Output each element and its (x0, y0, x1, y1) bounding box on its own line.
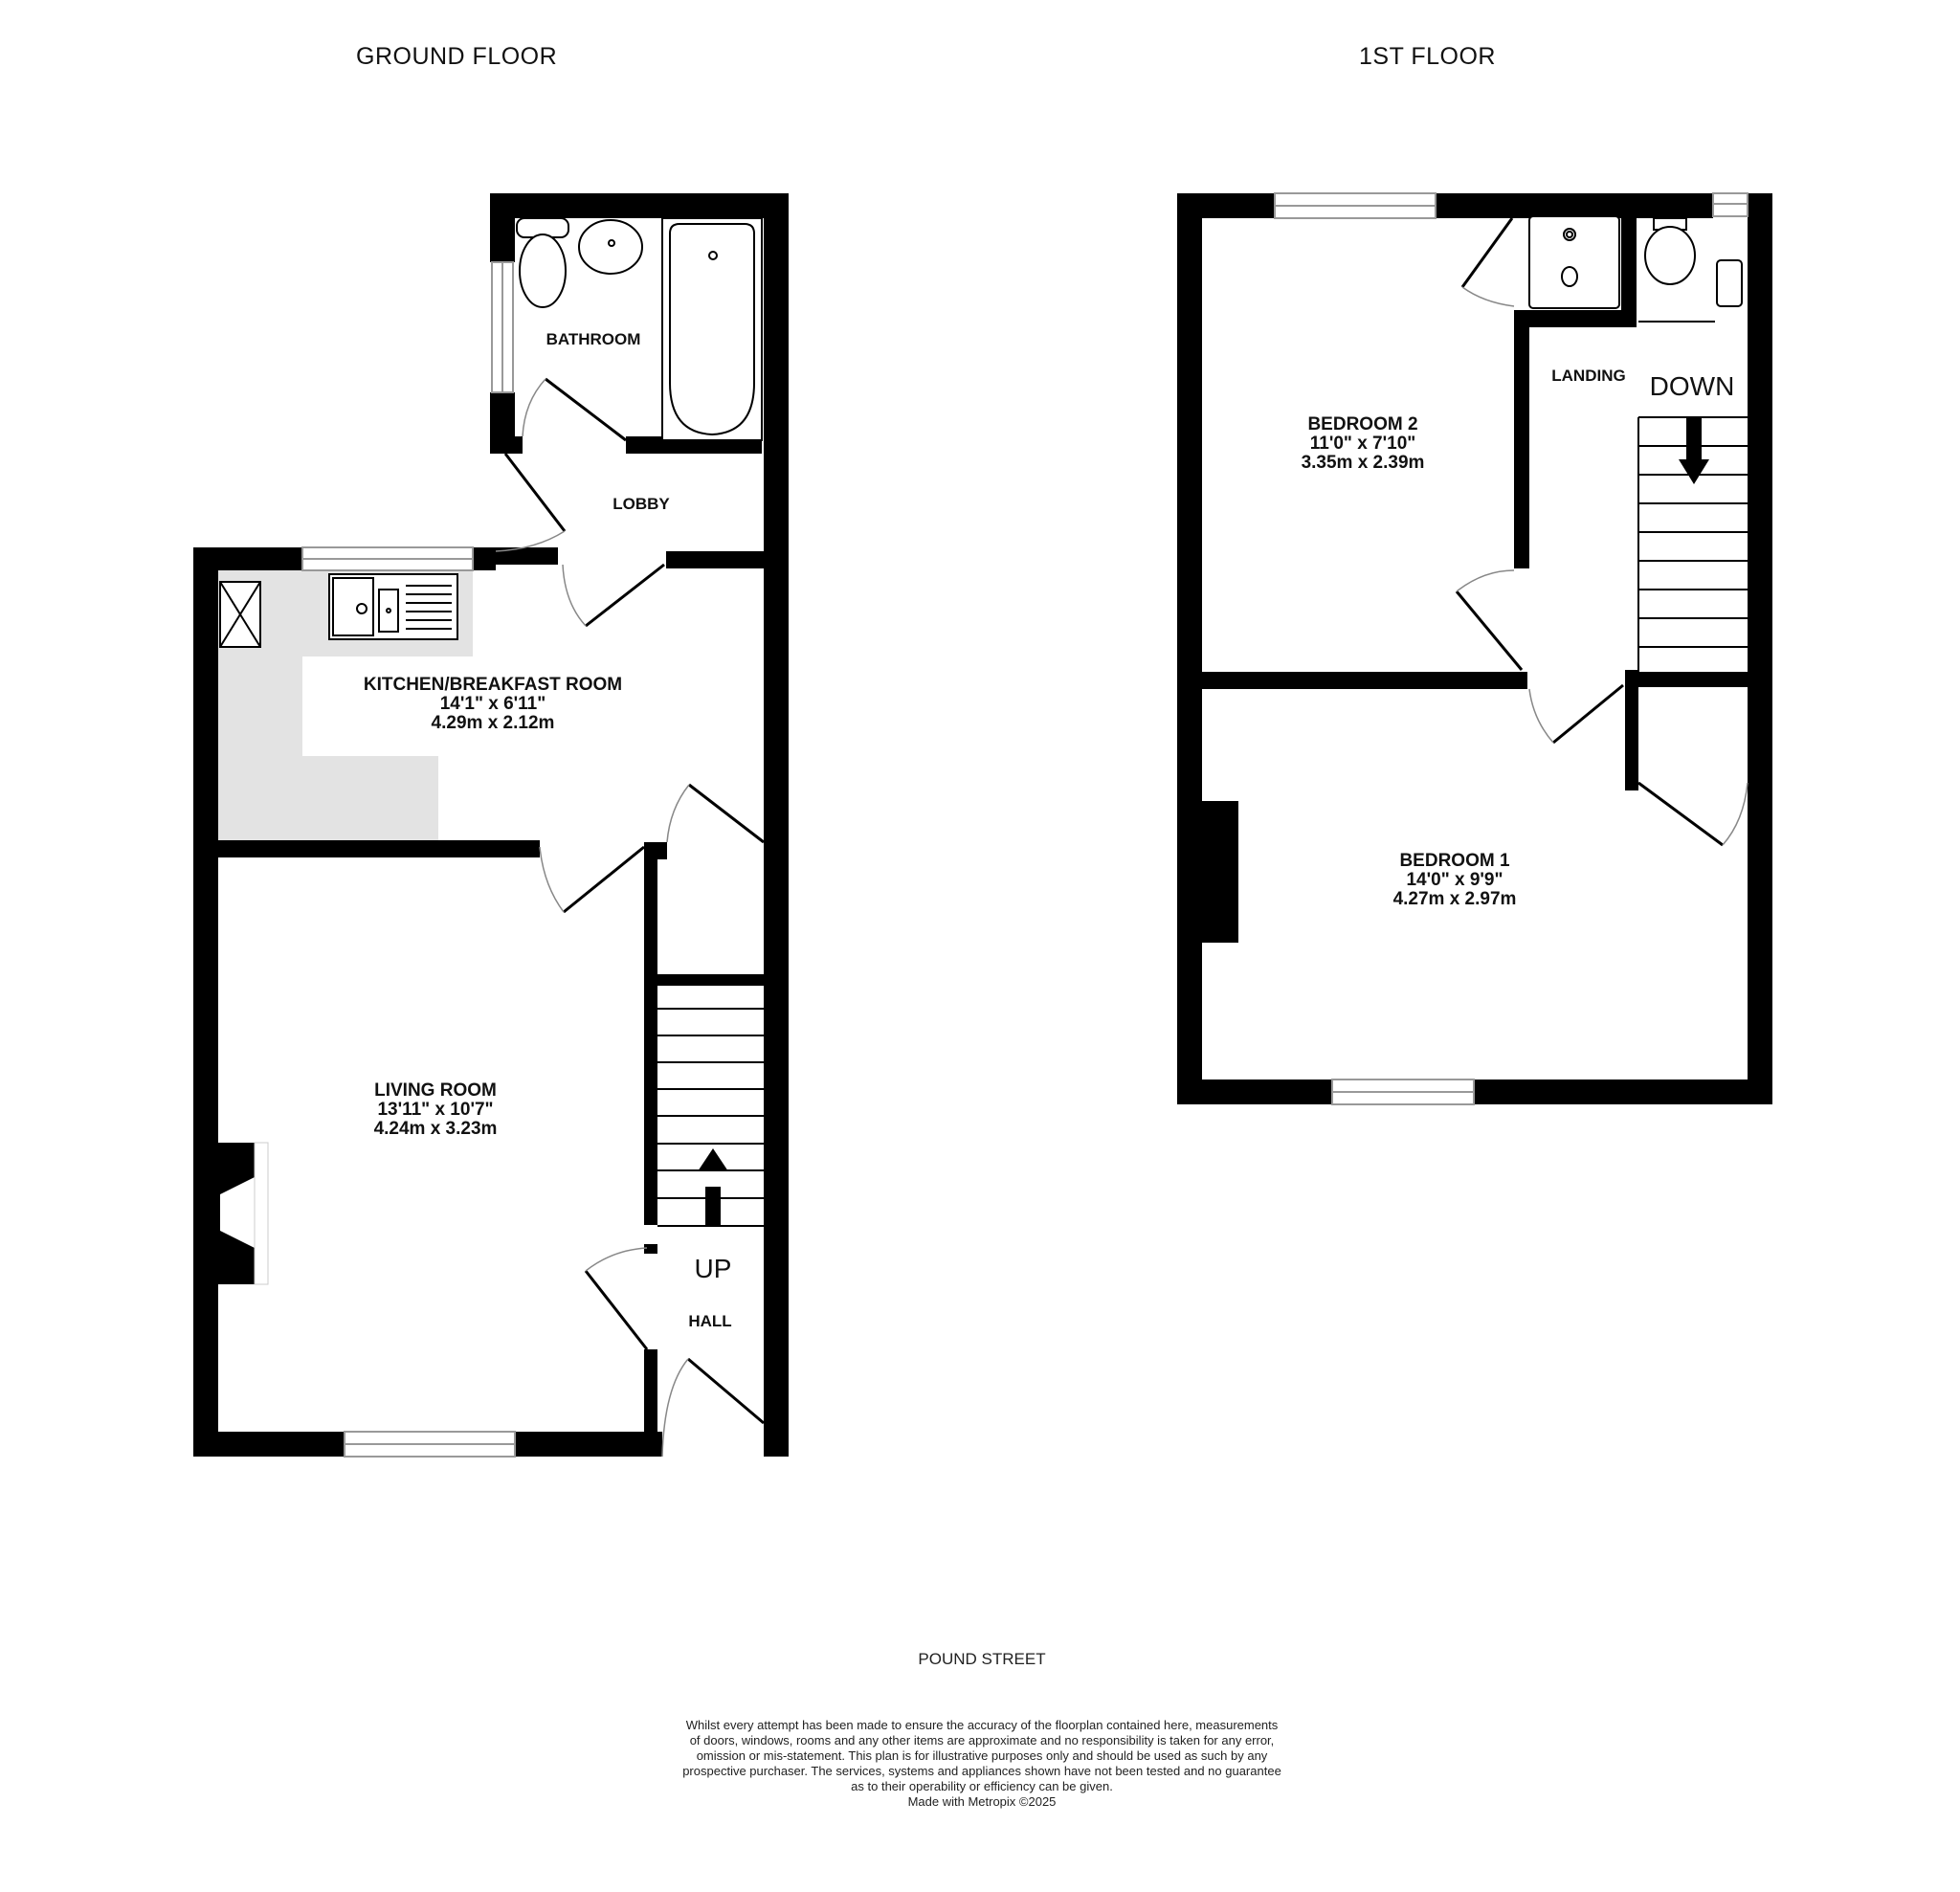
credit-line: Made with Metropix ©2025 (907, 1794, 1057, 1809)
room-name: LANDING (1551, 367, 1626, 385)
disclaimer-line: omission or mis-statement. This plan is … (696, 1748, 1268, 1763)
stairs-up-arrow-icon (698, 1148, 728, 1227)
disclaimer-line: of doors, windows, rooms and any other i… (689, 1733, 1275, 1747)
disclaimer-line: prospective purchaser. The services, sys… (682, 1764, 1281, 1778)
room-name: HALL (688, 1312, 732, 1330)
room-dimensions-imperial: 11'0" x 7'10" (1309, 433, 1416, 454)
room-dimensions-metric: 4.24m x 3.23m (373, 1118, 498, 1139)
wc-bowl (1644, 226, 1696, 285)
room-name: BEDROOM 1 (1399, 851, 1510, 871)
wc-basin (1716, 259, 1743, 307)
first-floor-title: 1ST FLOOR (1359, 43, 1496, 70)
room-dimensions-imperial: 13'11" x 10'7" (377, 1099, 494, 1120)
stairs-down-label: DOWN (1649, 371, 1735, 401)
bathtub (669, 223, 755, 436)
first-floor-plan (1177, 192, 1772, 1105)
ground-floor-title: GROUND FLOOR (356, 43, 558, 70)
room-dimensions-metric: 4.29m x 2.12m (431, 712, 555, 733)
room-dimensions-metric: 3.35m x 2.39m (1301, 452, 1425, 473)
ground-floor-plan (193, 193, 789, 1458)
room-name: LOBBY (612, 495, 670, 513)
room-name: BATHROOM (546, 330, 641, 348)
room-label-lobby: LOBBY (612, 496, 670, 513)
room-dimensions-imperial: 14'1" x 6'11" (439, 693, 546, 714)
ground-floor-windows (301, 261, 516, 1458)
room-dimensions-imperial: 14'0" x 9'9" (1406, 869, 1503, 890)
first-floor-walls (1177, 193, 1772, 1104)
room-label-bedroom-1: BEDROOM 1 14'0" x 9'9" 4.27m x 2.97m (1393, 852, 1517, 909)
shower-room-fixtures (1528, 215, 1743, 323)
first-floor-doors (1455, 217, 1748, 847)
room-name: BEDROOM 2 (1307, 414, 1418, 434)
shower-tray (1528, 215, 1620, 309)
ground-floor-doors (495, 377, 765, 1458)
disclaimer-line: as to their operability or efficiency ca… (851, 1779, 1113, 1793)
room-name: LIVING ROOM (374, 1080, 497, 1101)
living-room-fireplace (220, 1177, 255, 1248)
bathroom-fixtures (516, 217, 763, 441)
washbasin (578, 219, 643, 275)
disclaimer: Whilst every attempt has been made to en… (618, 1718, 1346, 1810)
first-floor-windows (1274, 192, 1748, 1105)
toilet-bowl (519, 234, 567, 308)
disclaimer-line: Whilst every attempt has been made to en… (685, 1718, 1279, 1732)
room-label-hall: HALL (688, 1313, 731, 1330)
kitchen-fixtures (219, 573, 458, 648)
street-name: POUND STREET (918, 1650, 1046, 1668)
first-floor-stairs (1637, 416, 1748, 672)
room-label-landing: LANDING (1551, 367, 1625, 385)
stairs-down-arrow-icon (1679, 417, 1709, 484)
ground-floor-walls (193, 193, 789, 1457)
room-label-bathroom: BATHROOM (546, 331, 641, 348)
room-name: KITCHEN/BREAKFAST ROOM (363, 675, 623, 695)
room-label-bedroom-2: BEDROOM 2 11'0" x 7'10" 3.35m x 2.39m (1302, 415, 1425, 473)
room-label-living-room: LIVING ROOM 13'11" x 10'7" 4.24m x 3.23m (374, 1081, 498, 1139)
stairs-up-label: UP (694, 1254, 732, 1283)
room-dimensions-metric: 4.27m x 2.97m (1392, 888, 1517, 909)
room-label-kitchen: KITCHEN/BREAKFAST ROOM 14'1" x 6'11" 4.2… (364, 676, 622, 733)
